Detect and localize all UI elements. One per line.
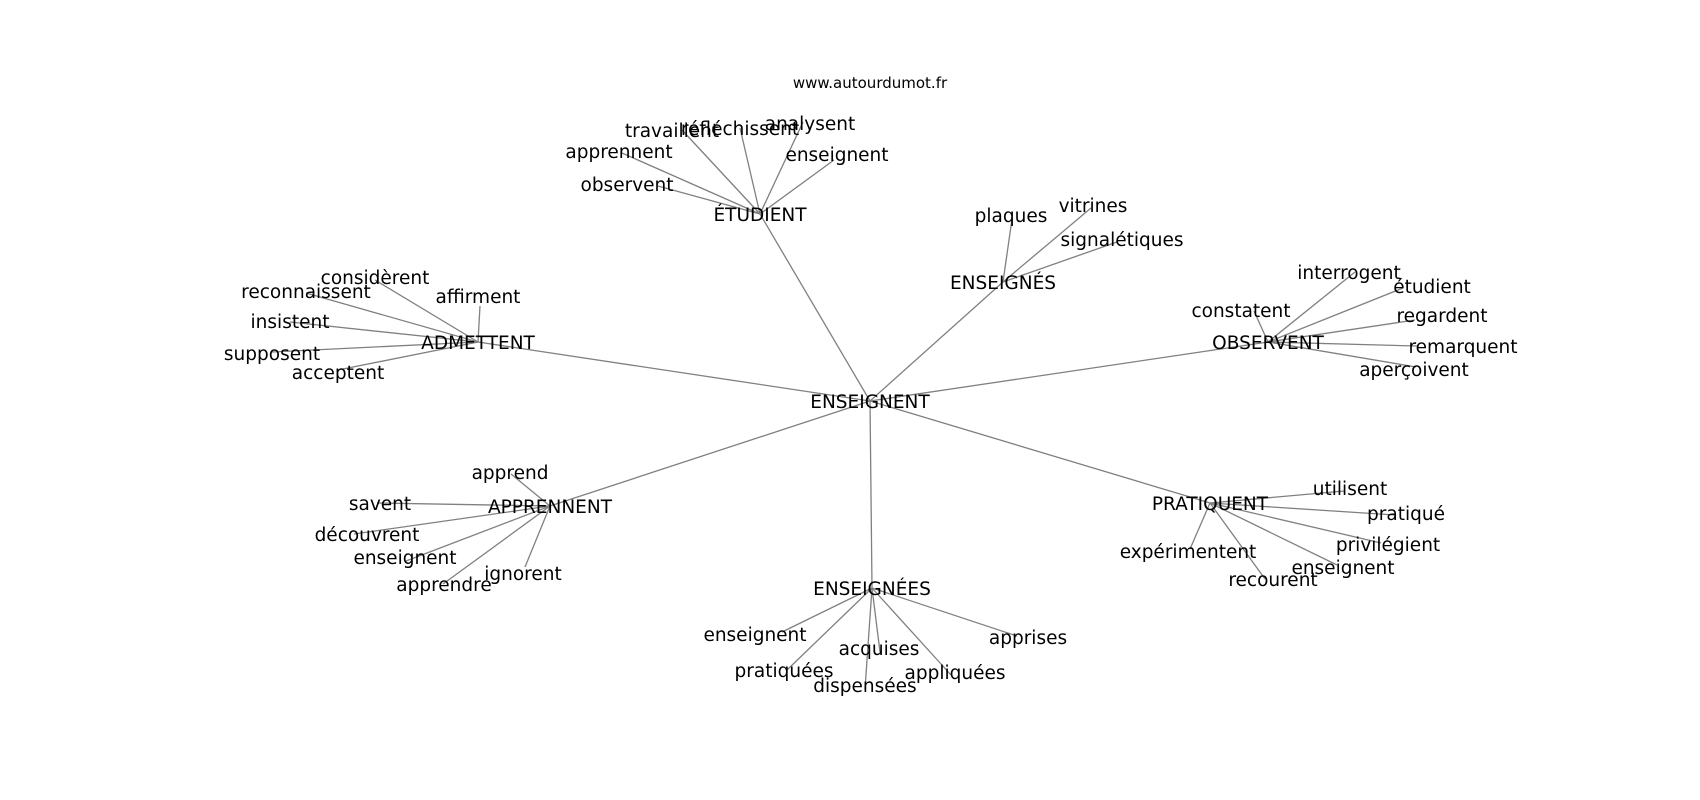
edge-hub-to-word	[1209, 490, 1345, 504]
word-node-label[interactable]: constatent	[1191, 301, 1290, 322]
word-node-label[interactable]: dispensées	[813, 676, 916, 697]
hub-node-label[interactable]: PRATIQUENT	[1152, 494, 1269, 515]
word-node-label[interactable]: travaillent	[625, 121, 719, 142]
word-node-label[interactable]: analysent	[765, 114, 856, 135]
edge-center-to-hub	[869, 341, 1269, 402]
word-node-label[interactable]: recourent	[1228, 570, 1317, 591]
word-node-label[interactable]: découvrent	[315, 525, 420, 546]
edge-hub-to-word	[477, 305, 481, 343]
edge-center-to-hub	[549, 400, 871, 507]
word-node-label[interactable]: enseignent	[1291, 558, 1394, 579]
edge-center-to-hub	[869, 400, 873, 589]
word-node-label[interactable]: appliquées	[905, 663, 1006, 684]
edge-center-to-hub	[759, 213, 871, 402]
word-node-label[interactable]: vitrines	[1059, 196, 1128, 217]
hub-node-label[interactable]: ENSEIGNÉES	[813, 578, 931, 600]
edge-hub-to-word	[1002, 241, 1118, 283]
word-node-label[interactable]: ignorent	[484, 564, 562, 585]
edge-center-to-hub	[869, 400, 1211, 504]
edge-hub-to-word	[759, 121, 804, 215]
edge-hub-to-word	[1002, 207, 1092, 283]
word-node-label[interactable]: étudient	[1393, 277, 1471, 298]
edge-hub-to-word	[739, 127, 761, 215]
edge-hub-to-word	[657, 185, 761, 215]
edge-hub-to-word	[681, 129, 761, 215]
word-node-label[interactable]: apprises	[989, 628, 1067, 649]
word-node-label[interactable]: pratiquées	[735, 661, 834, 682]
word-node-label[interactable]: remarquent	[1408, 337, 1517, 358]
word-node-label[interactable]: acquises	[839, 639, 920, 660]
edge-hub-to-word	[1267, 341, 1417, 368]
word-node-label[interactable]: affirment	[436, 287, 521, 308]
word-node-label[interactable]: enseignent	[703, 625, 806, 646]
hub-node-label[interactable]: APPRENNENT	[488, 497, 613, 518]
edge-hub-to-word	[781, 587, 873, 633]
word-node-label[interactable]: regardent	[1396, 306, 1487, 327]
word-node-label[interactable]: apprendre	[396, 575, 491, 596]
edge-hub-to-word	[289, 321, 479, 343]
word-node-label[interactable]: aperçoivent	[1359, 360, 1469, 381]
edge-hub-to-word	[405, 505, 551, 562]
graph-labels: www.autourdumot.fr ENSEIGNENT ÉTUDIENT obs…	[224, 74, 1518, 697]
edge-hub-to-word	[1209, 502, 1338, 566]
edge-hub-to-word	[305, 292, 479, 343]
word-node-label[interactable]: réfléchissent	[681, 119, 799, 140]
edge-hub-to-word	[374, 279, 479, 343]
source-watermark: www.autourdumot.fr	[793, 74, 948, 92]
word-node-label[interactable]: insistent	[251, 312, 330, 333]
edge-hub-to-word	[871, 587, 1018, 637]
edge-hub-to-word	[1189, 502, 1211, 550]
word-node-label[interactable]: acceptent	[292, 363, 384, 384]
hub-node-label[interactable]: ADMETTENT	[421, 333, 535, 354]
edge-center-to-hub	[869, 281, 1004, 402]
hub-node-label[interactable]: ENSEIGNÉS	[950, 272, 1056, 294]
edge-hub-to-word	[337, 341, 479, 371]
edge-hub-to-word	[1209, 502, 1266, 580]
edge-hub-to-word	[524, 505, 551, 568]
edge-hub-to-word	[353, 505, 551, 535]
graph-edges	[271, 121, 1418, 690]
hub-node-label[interactable]: ÉTUDIENT	[713, 204, 807, 226]
edge-hub-to-word	[442, 505, 551, 585]
word-node-label[interactable]: expérimentent	[1120, 542, 1257, 563]
hub-node-label[interactable]: OBSERVENT	[1212, 333, 1324, 354]
edge-hub-to-word	[376, 502, 551, 507]
edge-center-to-hub	[477, 341, 871, 402]
word-node-label[interactable]: enseignent	[353, 548, 456, 569]
word-node-label[interactable]: supposent	[224, 344, 320, 365]
edge-hub-to-word	[510, 473, 551, 507]
edge-hub-to-word	[271, 341, 479, 353]
edge-hub-to-word	[786, 587, 873, 671]
edge-hub-to-word	[1253, 310, 1269, 343]
edge-hub-to-word	[1267, 271, 1356, 343]
word-node-label[interactable]: savent	[349, 494, 411, 515]
word-node-label[interactable]: pratiqué	[1367, 504, 1445, 525]
word-node-label[interactable]: observent	[581, 175, 674, 196]
word-node-label[interactable]: enseignent	[785, 145, 888, 166]
word-node-label[interactable]: considèrent	[321, 268, 430, 289]
edge-hub-to-word	[871, 587, 881, 653]
word-node-label[interactable]: privilégient	[1336, 535, 1440, 556]
edge-hub-to-word	[1267, 287, 1404, 343]
word-node-label[interactable]: reconnaissent	[241, 282, 371, 303]
word-node-label[interactable]: signalétiques	[1061, 230, 1184, 251]
word-node-label[interactable]: apprennent	[565, 142, 672, 163]
edge-hub-to-word	[1267, 341, 1418, 347]
edge-hub-to-word	[1267, 319, 1416, 343]
edge-hub-to-word	[1002, 218, 1013, 283]
edge-hub-to-word	[871, 587, 952, 676]
edge-hub-to-word	[1209, 502, 1382, 544]
word-node-label[interactable]: interrogent	[1297, 263, 1400, 284]
edge-hub-to-word	[621, 152, 761, 215]
word-node-label[interactable]: apprend	[472, 463, 549, 484]
edge-hub-to-word	[1209, 502, 1396, 516]
edge-hub-to-word	[864, 587, 873, 690]
edge-hub-to-word	[759, 159, 835, 215]
word-node-label[interactable]: plaques	[975, 206, 1048, 227]
center-node-label[interactable]: ENSEIGNENT	[810, 392, 930, 413]
word-node-label[interactable]: utilisent	[1313, 479, 1387, 500]
